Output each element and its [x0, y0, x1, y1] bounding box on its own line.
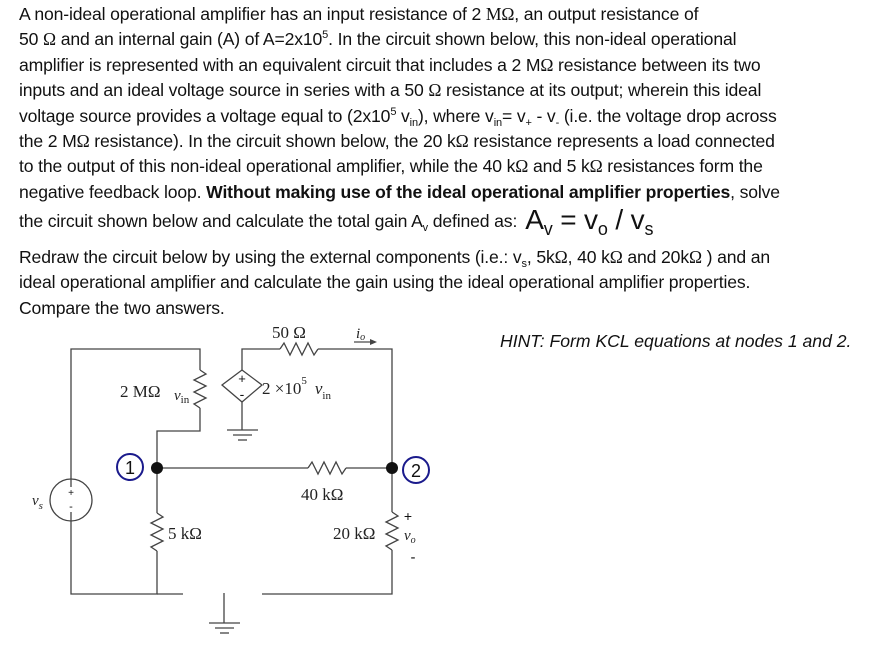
vo-minus: - [411, 549, 416, 566]
problem-line-9: the circuit shown below and calculate th… [19, 204, 654, 240]
problem-line-5: voltage source provides a voltage equal … [19, 105, 777, 129]
label-vs: vs [32, 493, 43, 512]
vs-minus: - [69, 501, 73, 513]
redraw-line-1: Redraw the circuit below by using the ex… [19, 247, 771, 270]
redraw-line-2: ideal operational amplifier and calculat… [19, 272, 751, 293]
svg-text:2: 2 [411, 461, 421, 481]
node-1-dot [151, 462, 163, 474]
label-50-ohm: 50 Ω [272, 323, 306, 342]
gain-formula: Av = vo / vs [525, 204, 654, 240]
problem-line-8: negative feedback loop. Without making u… [19, 181, 780, 202]
problem-line-2: 50 Ω and an internal gain (A) of A=2x105… [19, 29, 737, 50]
resistor-40k [307, 460, 347, 476]
problem-statement: A non-ideal operational amplifier has an… [19, 2, 780, 240]
vo-plus: + [404, 508, 412, 524]
label-5k: 5 kΩ [168, 524, 202, 543]
problem-line-6: the 2 MΩ resistance). In the circuit sho… [19, 130, 775, 151]
hint-text: HINT: Form KCL equations at nodes 1 and … [500, 331, 852, 351]
dep-source-minus: - [240, 386, 245, 402]
redraw-instructions: Redraw the circuit below by using the ex… [19, 245, 770, 321]
bold-instruction: Without making use of the ideal operatio… [206, 181, 731, 202]
redraw-line-3: Compare the two answers. [19, 297, 225, 318]
label-20k: 20 kΩ [333, 524, 375, 543]
node-1-label: 1 [116, 453, 144, 481]
resistor-50 [279, 341, 319, 357]
problem-line-1: A non-ideal operational amplifier has an… [19, 4, 699, 24]
vs-plus: + [68, 488, 74, 499]
resistor-5k [149, 512, 165, 552]
problem-line-3: amplifier is represented with an equival… [19, 54, 761, 75]
node-2-label: 2 [402, 456, 430, 484]
voltage-source-vs [49, 478, 93, 522]
problem-line-7: to the output of this non-ideal operatio… [19, 156, 763, 177]
svg-text:1: 1 [125, 458, 135, 478]
current-arrow-io: io [354, 326, 377, 345]
dep-source-plus: + [238, 371, 246, 386]
resistor-2M [192, 369, 208, 409]
label-vo: vo [404, 528, 416, 546]
node-2-dot [386, 462, 398, 474]
label-vin: vin [174, 388, 190, 406]
resistor-20k [384, 511, 400, 551]
label-40k: 40 kΩ [301, 485, 343, 504]
label-2M-ohm: 2 MΩ [120, 382, 161, 401]
svg-text:io: io [356, 326, 365, 343]
problem-line-4: inputs and an ideal voltage source in se… [19, 80, 762, 101]
